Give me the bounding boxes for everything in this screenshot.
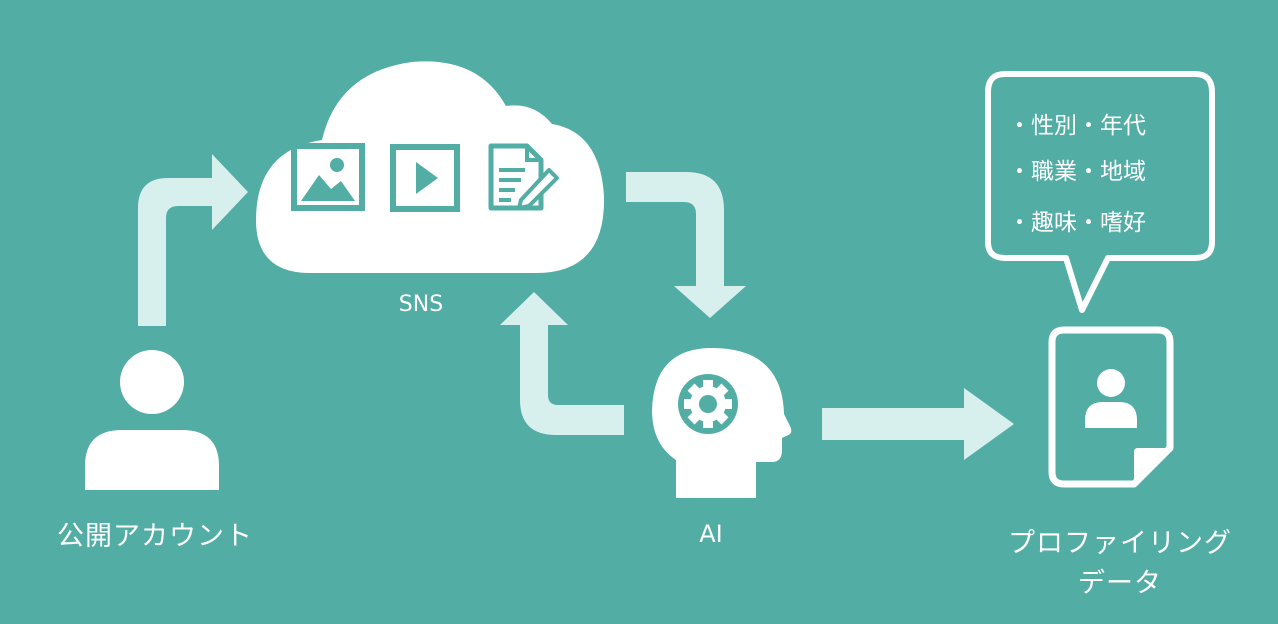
image-icon (291, 143, 365, 211)
profiling-data-label: プロファイリング データ (985, 524, 1255, 604)
profiling-data-label-line2: データ (1078, 568, 1162, 599)
video-play-icon (390, 144, 460, 212)
head-gear-icon (652, 348, 792, 498)
speech-bubble (985, 71, 1215, 313)
arrow-account-to-sns (138, 154, 248, 326)
public-account-label: 公開アカウント (57, 521, 253, 552)
arrow-sns-to-ai (626, 172, 746, 318)
arrow-ai-to-profile (822, 388, 1014, 460)
ai-label: AI (699, 520, 723, 548)
profile-document-icon (1048, 326, 1174, 488)
bubble-item-gender-age: ・性別・年代 (1008, 113, 1146, 139)
arrow-ai-to-sns (500, 292, 624, 435)
person-icon (85, 350, 219, 490)
bubble-item-hobby-preference: ・趣味・嗜好 (1008, 210, 1146, 236)
bubble-item-job-region: ・職業・地域 (1008, 159, 1146, 185)
sns-label: SNS (398, 292, 444, 317)
document-edit-icon (488, 143, 559, 211)
profiling-data-label-line1: プロファイリング (1008, 528, 1232, 559)
sns-cloud (256, 61, 605, 273)
